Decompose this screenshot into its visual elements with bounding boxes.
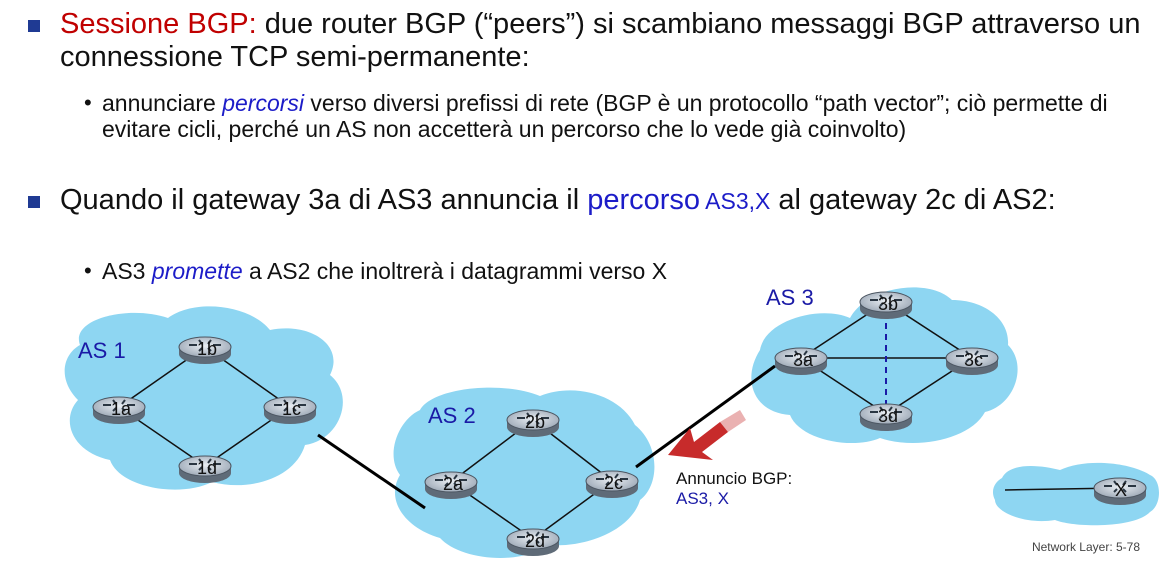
svg-text:3d: 3d xyxy=(878,406,898,426)
sub2-post: a AS2 che inoltrerà i datagrammi verso X xyxy=(242,258,668,284)
bullet-gateway-announce: Quando il gateway 3a di AS3 annuncia il … xyxy=(28,184,1148,218)
svg-text:3b: 3b xyxy=(878,294,898,314)
svg-text:2d: 2d xyxy=(525,531,545,551)
square-bullet-icon xyxy=(28,20,40,32)
svg-text:2c: 2c xyxy=(604,473,623,493)
router-2a: 2a xyxy=(424,471,478,500)
router-3c: 3c xyxy=(945,347,999,376)
sub-bullet-promise: • AS3 promette a AS2 che inoltrerà i dat… xyxy=(84,258,1134,284)
b2-blue-as3x: AS3,X xyxy=(700,188,771,214)
bgp-session-term: Sessione BGP: xyxy=(60,8,257,40)
footer-slide-number: Network Layer: 5-78 xyxy=(1031,540,1140,554)
router-3d: 3d xyxy=(859,403,913,432)
as2-label: AS 2 xyxy=(428,403,476,428)
svg-text:3c: 3c xyxy=(964,350,983,370)
svg-text:3a: 3a xyxy=(793,350,814,370)
as1-cloud xyxy=(64,306,343,490)
sub1-pre: annunciare xyxy=(102,90,223,116)
svg-text:1a: 1a xyxy=(111,399,132,419)
router-1a: 1a xyxy=(92,396,146,425)
router-2d: 2d xyxy=(506,528,560,557)
as2-cloud xyxy=(393,387,655,558)
as3-cloud xyxy=(751,287,1018,444)
sub1-em: percorsi xyxy=(222,90,305,116)
b2-post: al gateway 2c di AS2: xyxy=(770,184,1056,216)
svg-text:1b: 1b xyxy=(197,339,217,359)
sub2-pre: AS3 xyxy=(102,258,152,284)
sub-bullet-announce-paths: • annunciare percorsi verso diversi pref… xyxy=(84,90,1134,142)
router-1c: 1c xyxy=(263,396,317,425)
svg-text:2a: 2a xyxy=(443,474,464,494)
as1-label: AS 1 xyxy=(78,338,126,363)
as3-label: AS 3 xyxy=(766,285,814,310)
square-bullet-icon xyxy=(28,196,40,208)
bgp-session-text: due router BGP (“peers”) si scambiano me… xyxy=(60,8,1141,73)
router-1b: 1b xyxy=(178,336,232,365)
router-3b: 3b xyxy=(859,291,913,320)
bullet-bgp-session: Sessione BGP: due router BGP (“peers”) s… xyxy=(28,8,1148,74)
bgp-announce-arrow xyxy=(668,410,746,460)
dot-bullet-icon: • xyxy=(84,258,92,283)
router-2b: 2b xyxy=(506,409,560,438)
svg-text:X: X xyxy=(1115,480,1127,500)
b2-pre: Quando il gateway 3a di AS3 annuncia il xyxy=(60,184,588,216)
svg-text:1c: 1c xyxy=(282,399,301,419)
dot-bullet-icon: • xyxy=(84,90,92,115)
svg-text:2b: 2b xyxy=(525,412,545,432)
sub1-post: verso diversi prefissi di rete (BGP è un… xyxy=(102,90,1108,142)
router-1d: 1d xyxy=(178,455,232,484)
b2-blue-path: percorso xyxy=(587,184,701,216)
announcement-path: AS3, X xyxy=(676,489,729,508)
sub2-em: promette xyxy=(151,258,243,284)
router-x: X xyxy=(1093,477,1147,506)
router-3a: 3a xyxy=(774,347,828,376)
svg-text:1d: 1d xyxy=(197,458,217,478)
router-2c: 2c xyxy=(585,470,639,499)
announcement-title: Annuncio BGP: xyxy=(676,469,792,488)
